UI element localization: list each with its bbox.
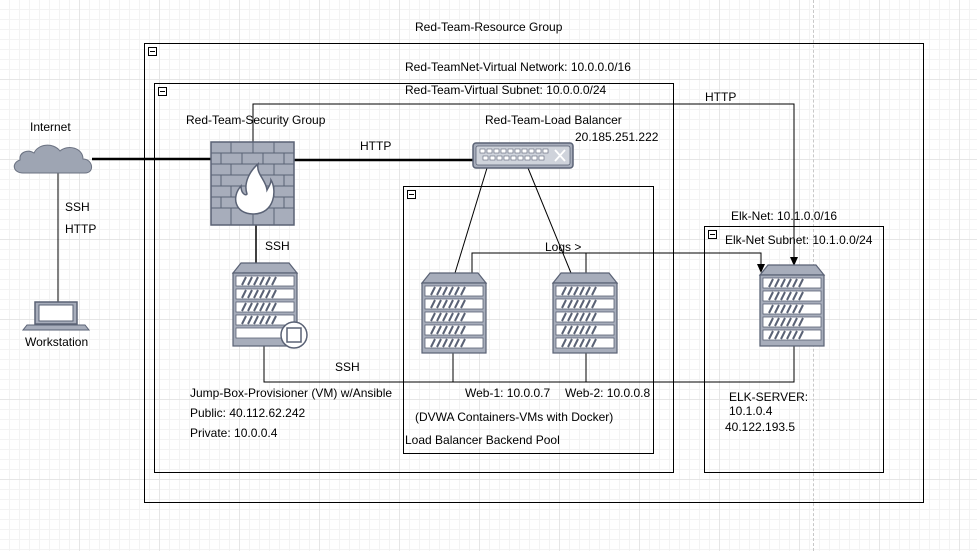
firewall-jump-ssh-label: SSH [265,239,290,253]
laptop-icon[interactable] [21,301,91,331]
http-to-elk-link[interactable] [252,103,798,266]
elk-server-private-ip: 10.1.0.4 [729,404,773,418]
jump-box-server-icon[interactable] [231,262,308,349]
logs-link[interactable] [471,252,765,273]
web2-label: Web-2: 10.0.0.8 [565,386,651,400]
load-balancer-label: Red-Team-Load Balancer [485,113,622,127]
logs-label: Logs > [545,240,582,254]
elk-server-name: ELK-SERVER: [729,390,809,404]
backend-pool-container[interactable] [403,186,654,454]
internet-label: Internet [30,120,71,134]
load-balancer-icon[interactable] [472,142,574,169]
firewall-lb-http-label: HTTP [360,139,392,153]
resource-group-container[interactable] [144,43,924,503]
internet-ssh-label: SSH [65,200,90,214]
elk-server-icon[interactable] [758,264,826,347]
virtual-subnet-container[interactable] [154,83,674,473]
virtual-subnet-label: Red-Team-Virtual Subnet: 10.0.0.0/24 [405,83,607,97]
firewall-icon[interactable] [210,141,295,226]
resource-group-collapse-toggle[interactable] [148,47,157,56]
elk-server-public-ip: 40.122.193.5 [725,420,796,434]
jump-box-to-elk-link[interactable] [263,346,795,383]
load-balancer-to-web2-link[interactable] [527,167,572,274]
top-http-label: HTTP [705,90,737,104]
backend-pool-collapse-toggle[interactable] [407,190,416,199]
connection-lines [57,103,798,383]
elk-net-label: Elk-Net: 10.1.0.0/16 [731,209,838,223]
elk-subnet-label: Elk-Net Subnet: 10.1.0.0/24 [725,233,873,247]
web1-label: Web-1: 10.0.0.7 [465,386,551,400]
backend-pool-label: Load Balancer Backend Pool [405,433,560,447]
dvwa-note: (DVWA Containers-VMs with Docker) [415,410,614,424]
security-group-label: Red-Team-Security Group [186,113,326,127]
elk-net-collapse-toggle[interactable] [708,230,717,239]
virtual-subnet-collapse-toggle[interactable] [158,87,167,96]
cloud-icon[interactable] [13,144,92,174]
internet-http-label: HTTP [65,222,97,236]
jump-box-name: Jump-Box-Provisioner (VM) w/Ansible [190,386,393,400]
jump-box-private-ip: Private: 10.0.0.4 [190,426,278,440]
virtual-network-label: Red-TeamNet-Virtual Network: 10.0.0.0/16 [405,60,631,74]
load-balancer-ip: 20.185.251.222 [575,130,659,144]
diagram-title: Red-Team-Resource Group [415,20,563,34]
web1-server-icon[interactable] [420,272,488,354]
load-balancer-to-web1-link[interactable] [454,167,488,274]
jump-web-ssh-label: SSH [335,360,360,374]
jump-box-public-ip: Public: 40.112.62.242 [190,406,306,420]
workstation-label: Workstation [25,335,89,349]
web2-server-icon[interactable] [551,272,619,354]
